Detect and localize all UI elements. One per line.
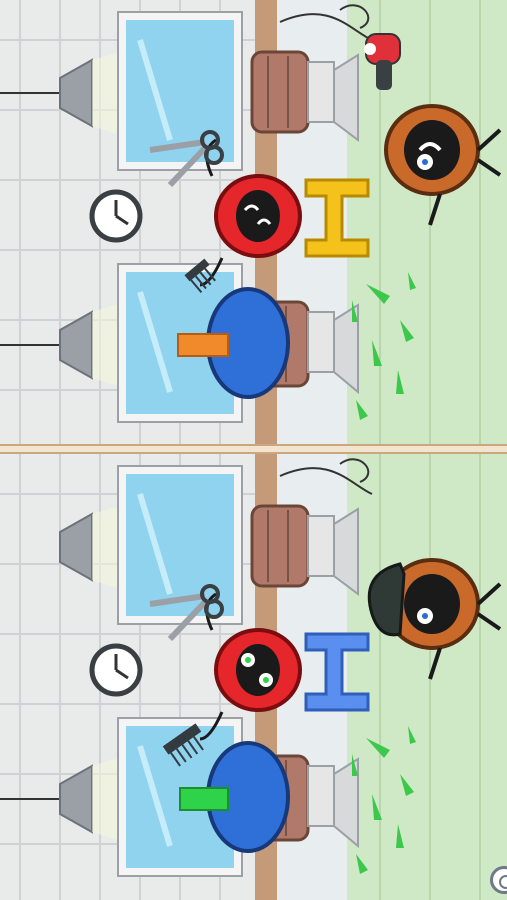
- wall-clock-icon: [89, 189, 143, 243]
- hair-clippings: [352, 272, 416, 420]
- orange-customer[interactable]: [367, 558, 502, 680]
- hint-icon[interactable]: [490, 866, 507, 894]
- red-barber[interactable]: [199, 138, 302, 287]
- comb-icon[interactable]: [162, 723, 204, 767]
- top-scene[interactable]: [0, 0, 507, 446]
- comb-icon[interactable]: [184, 258, 216, 294]
- red-barber[interactable]: [199, 592, 302, 741]
- window: [117, 11, 243, 171]
- panel-divider: [0, 444, 507, 454]
- barber-chair: [250, 504, 359, 596]
- scissors-icon[interactable]: [149, 130, 224, 188]
- pompadour-hair[interactable]: [367, 562, 406, 637]
- hair-clippings: [352, 726, 416, 874]
- bottom-scene[interactable]: [0, 454, 507, 900]
- wall-clock-icon: [89, 643, 143, 697]
- stool-blue[interactable]: [304, 632, 370, 712]
- orange-customer[interactable]: [384, 104, 502, 226]
- blue-customer[interactable]: [177, 287, 290, 399]
- dryer-cord: [279, 458, 373, 495]
- blue-customer[interactable]: [179, 741, 290, 853]
- hair-dryer-icon[interactable]: [279, 4, 401, 90]
- scissors-icon[interactable]: [149, 584, 224, 642]
- stool-yellow[interactable]: [304, 178, 370, 258]
- bottom-panel[interactable]: [0, 454, 507, 900]
- top-panel[interactable]: [0, 0, 507, 446]
- barber-chair: [250, 50, 359, 142]
